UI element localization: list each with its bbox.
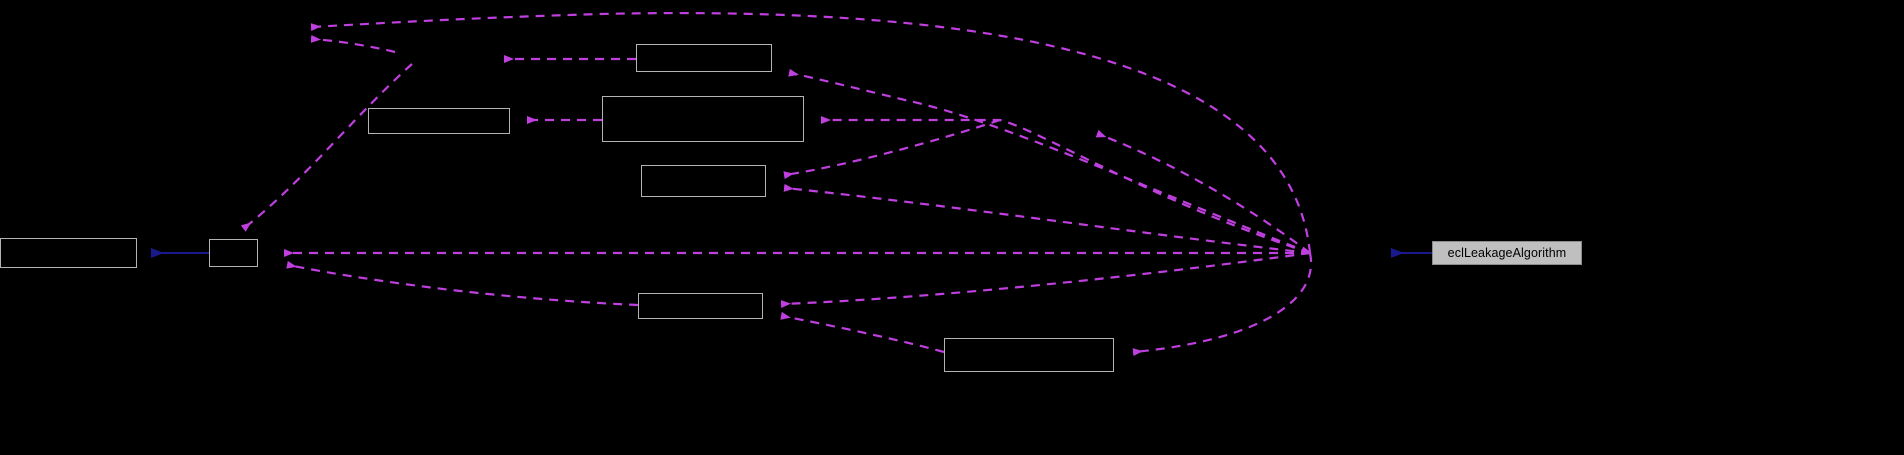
node-center-small[interactable] (641, 165, 766, 197)
edge-centersmall-from-hub-lower (783, 183, 1311, 255)
node-bottom-center[interactable] (638, 293, 763, 319)
edge-bottomright-from-hub (1132, 252, 1313, 357)
edge-offscreen-top-a (310, 11, 1312, 254)
edge-bottomcenter-from-bottomright (780, 311, 945, 354)
node-center-large[interactable] (602, 96, 804, 142)
edge-hubleft-curve-up (240, 63, 413, 232)
node-hub-left[interactable] (209, 239, 258, 267)
edge-centersmall-from-hub-upper (783, 118, 1001, 180)
node-bottom-right[interactable] (944, 338, 1114, 372)
edge-bottomcenter-from-hub (780, 251, 1311, 309)
edge-hub-up-right (1095, 129, 1311, 254)
node-leftmost[interactable] (0, 238, 137, 268)
node-ecl-leakage-algorithm[interactable]: eclLeakageAlgorithm (1432, 241, 1582, 265)
node-top-center[interactable] (636, 44, 772, 72)
node-mid-left[interactable] (368, 108, 510, 134)
edge-hubleft-from-bottomcenter (286, 260, 639, 307)
edge-topcenter-from-hub (788, 68, 1311, 255)
node-ecl-leakage-algorithm-label: eclLeakageAlgorithm (1447, 245, 1567, 260)
edge-centerlarge-from-hub (821, 116, 1311, 255)
edge-offscreen-top-b (310, 34, 396, 54)
